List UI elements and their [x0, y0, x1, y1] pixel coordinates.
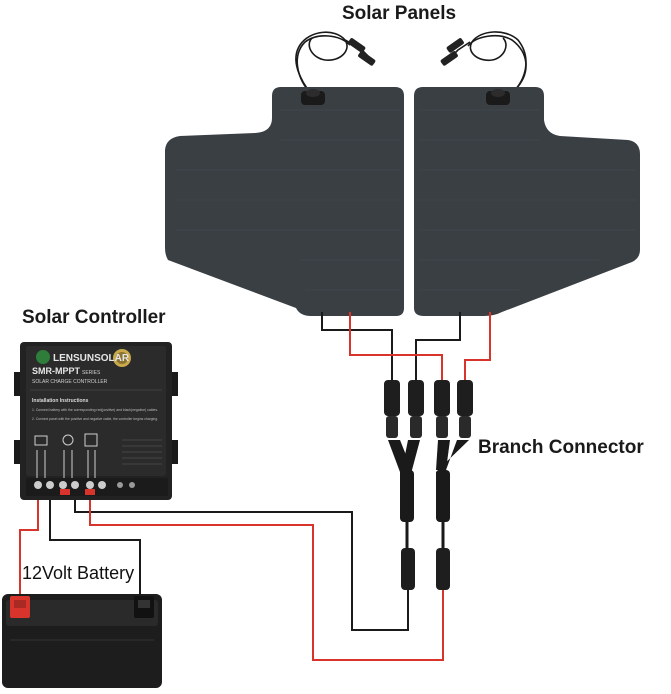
controller-terminals	[34, 481, 135, 495]
solar-panel-right-cells	[418, 109, 636, 291]
branch-connector	[384, 380, 473, 590]
controller-subtitle: SOLAR CHARGE CONTROLLER	[32, 379, 108, 385]
controller-model: SMR-MPPT	[32, 366, 80, 376]
solar-panel-right	[414, 87, 640, 316]
solar-panels-label: Solar Panels	[342, 3, 457, 24]
controller-side-vents	[122, 439, 162, 465]
panel-positive-wires	[349, 312, 491, 380]
controller-pv-negative-wire	[74, 494, 409, 631]
controller-brand: LENSUNSOLAR	[53, 353, 130, 364]
controller-diagram-icons	[34, 433, 98, 478]
battery-label: 12Volt Battery	[22, 563, 135, 583]
branch-connector-label: Branch Connector	[478, 437, 644, 458]
battery	[2, 594, 162, 688]
controller-model-suffix: SERIES	[82, 370, 101, 376]
panel-negative-wires	[321, 312, 461, 380]
solar-panel-left-cells	[175, 109, 400, 291]
solar-panel-left	[165, 87, 404, 316]
battery-negative-wire	[49, 494, 141, 596]
controller-instructions-title: Installation Instructions	[32, 398, 89, 404]
solar-controller: LENSUNSOLAR SMR-MPPT SERIES SOLAR CHARGE…	[14, 342, 178, 500]
battery-positive-wire	[19, 494, 39, 596]
panel-left-mc4-plugs	[348, 38, 376, 66]
panel-right-mc4-plugs	[440, 38, 464, 66]
controller-pv-positive-wire	[89, 494, 444, 661]
controller-instructions-line1: 1. Connect battery with the correspondin…	[32, 408, 158, 412]
solar-controller-label: Solar Controller	[22, 307, 166, 328]
controller-instructions-line2: 2. Connect panel with the positive and n…	[32, 417, 158, 421]
panel-left-cable-coil	[295, 31, 371, 96]
